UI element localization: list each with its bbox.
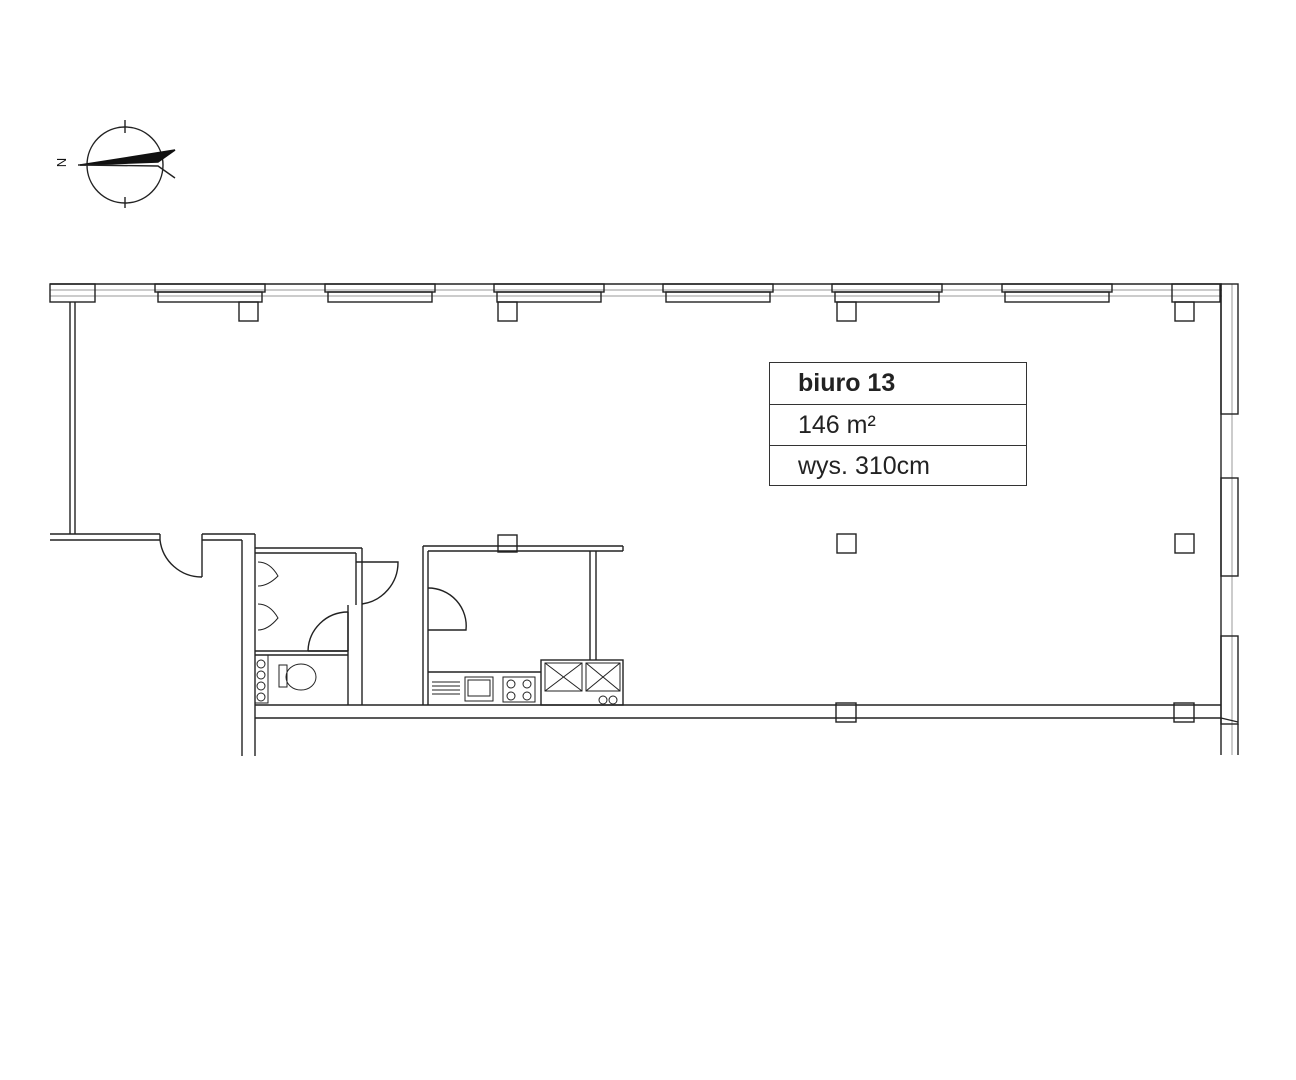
room-height: wys. 310cm — [770, 445, 1026, 486]
kitchenette — [422, 534, 624, 706]
north-label: N — [54, 157, 70, 168]
south-wall — [255, 702, 1239, 723]
compass-rose — [78, 120, 176, 208]
room-label-box: biuro 13 146 m² wys. 310cm — [769, 362, 1027, 486]
room-name: biuro 13 — [798, 369, 896, 397]
east-facade — [836, 283, 1239, 755]
west-wall — [50, 302, 256, 756]
wc-block — [254, 547, 399, 705]
room-area: 146 m² — [770, 404, 1026, 445]
north-facade — [49, 283, 1222, 322]
